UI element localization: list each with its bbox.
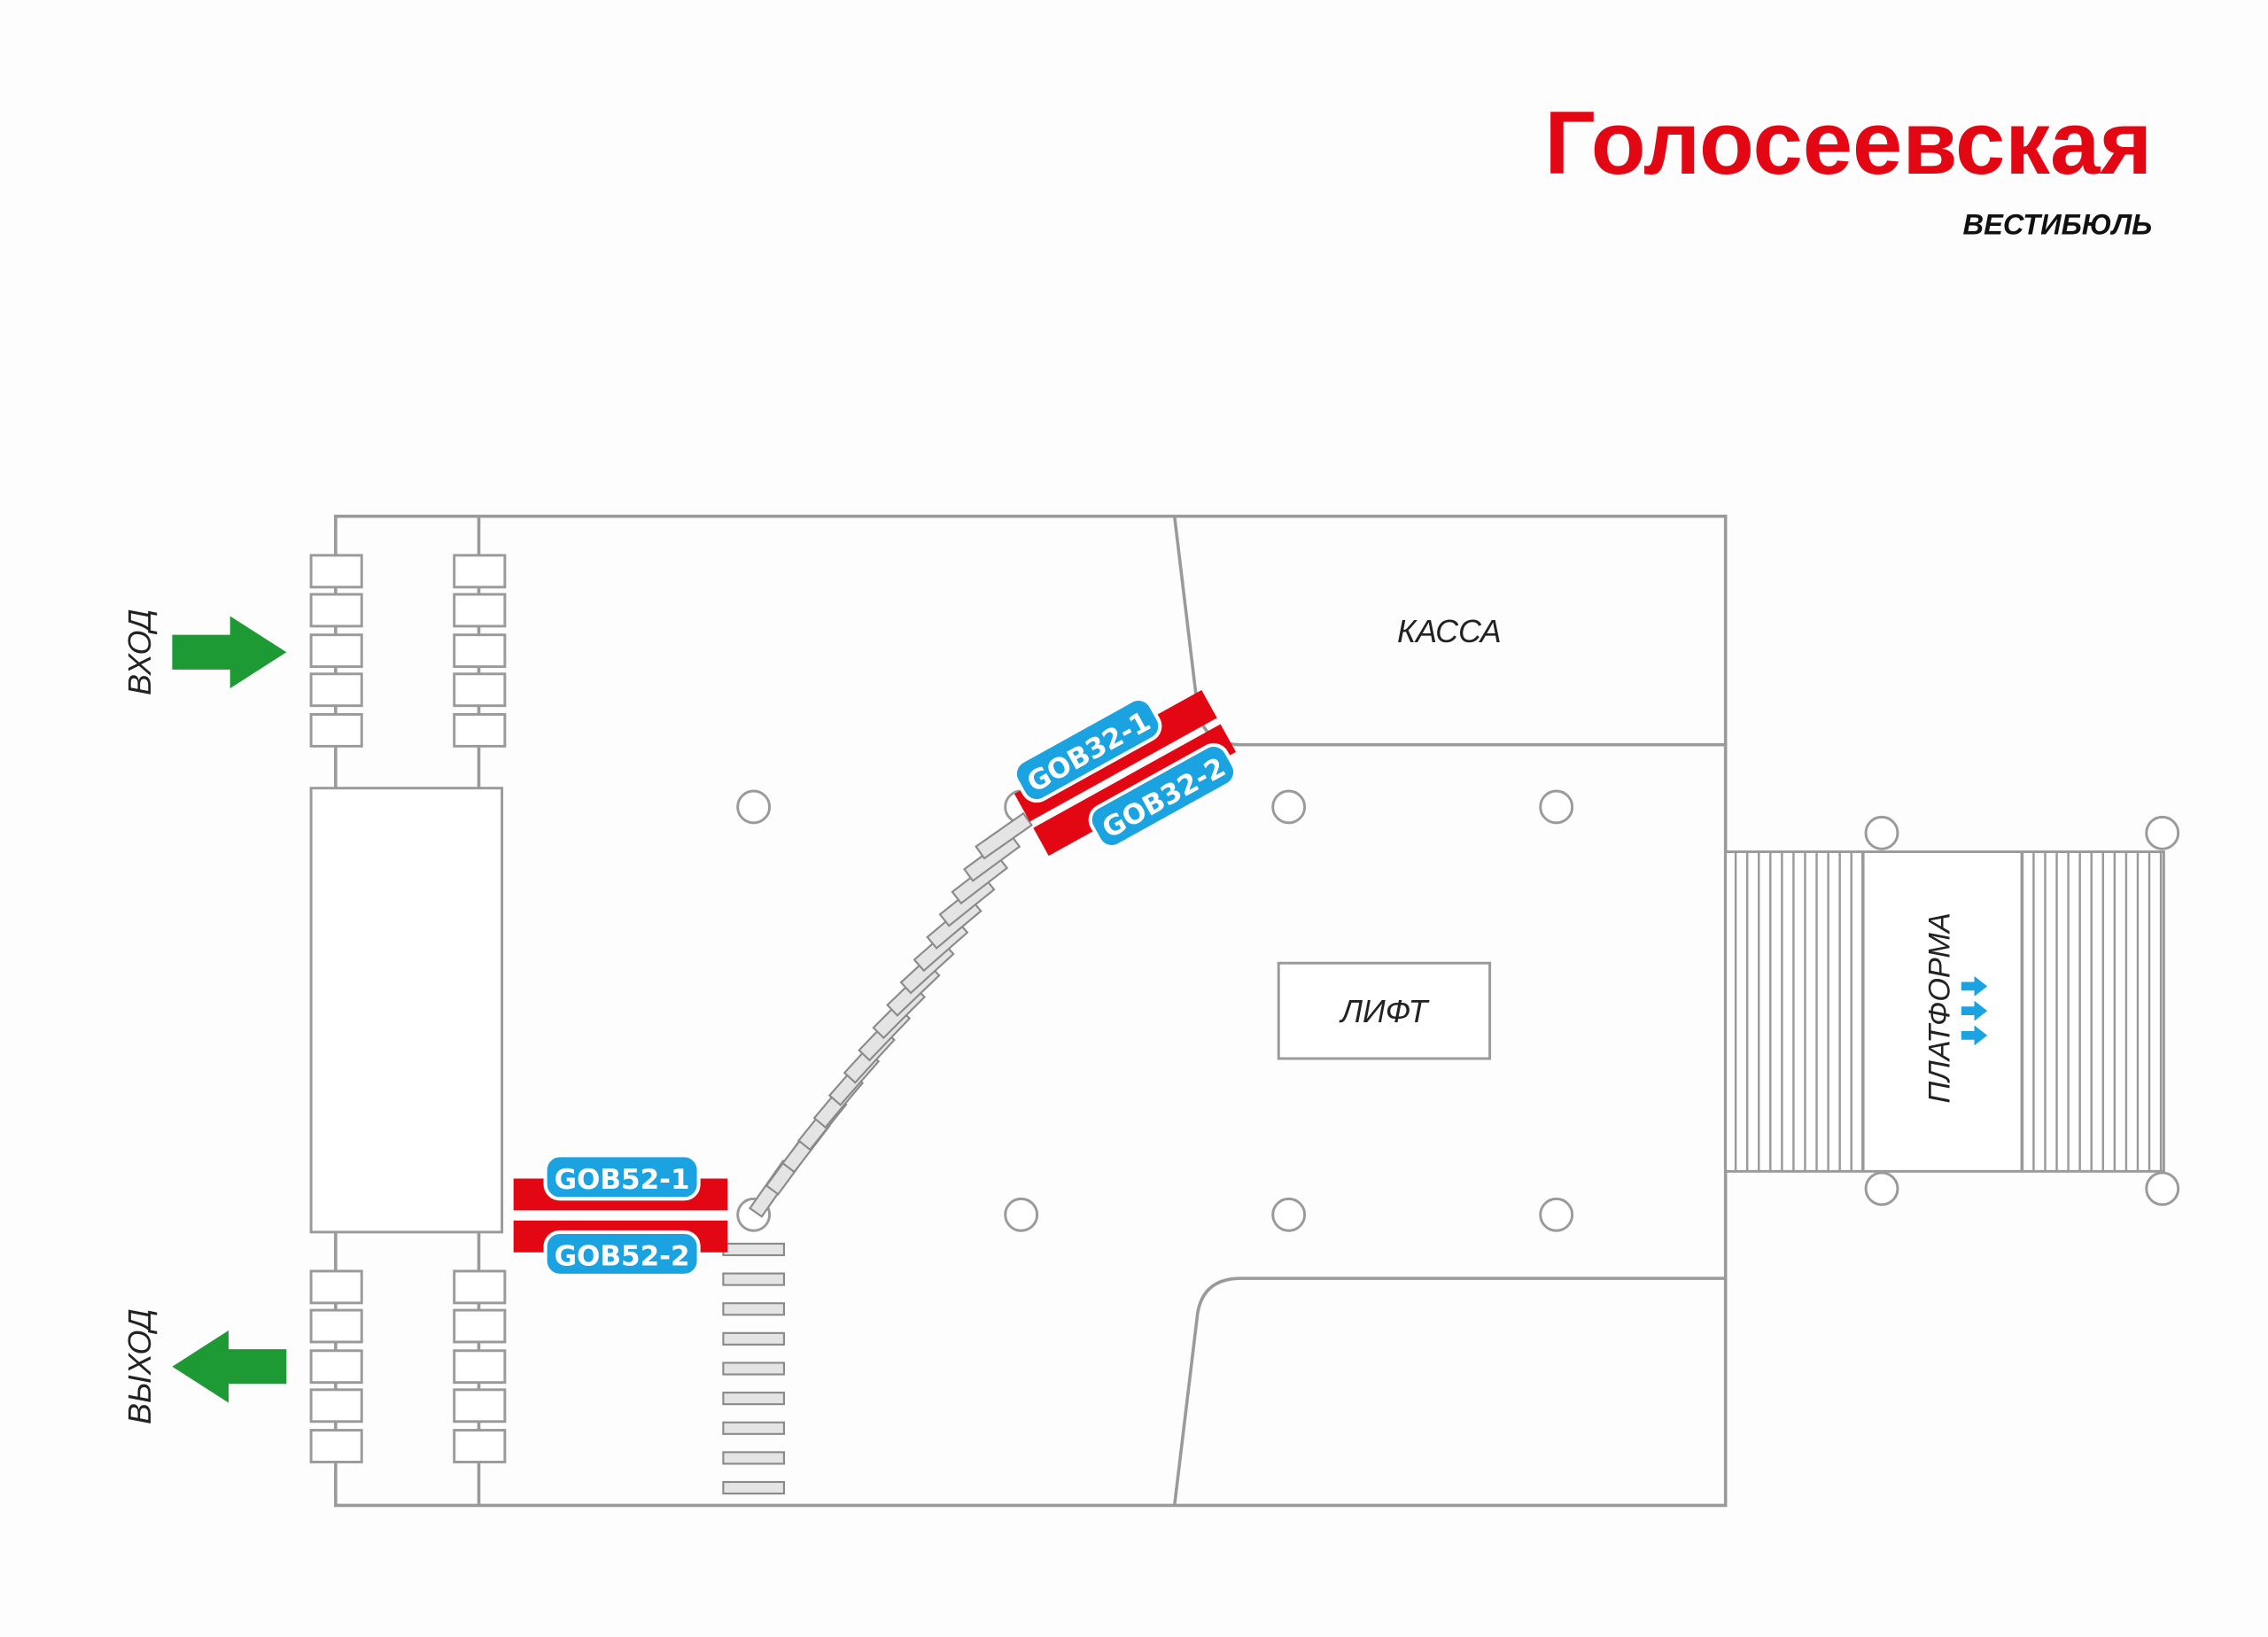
escalator-step [722, 1331, 785, 1346]
column [1271, 1197, 1307, 1232]
sign-gob52-2 [543, 1230, 701, 1277]
sign-gob32-2 [1088, 742, 1238, 850]
escalator [722, 811, 1033, 1495]
elevator-box [1277, 961, 1492, 1060]
turnstile [309, 1308, 363, 1344]
turnstile [453, 1388, 507, 1424]
turnstile [309, 1388, 363, 1424]
escalator-step [975, 811, 1033, 860]
escalator-step [722, 1480, 785, 1495]
sign-gob32-1 [1013, 697, 1162, 803]
turnstile [453, 712, 507, 748]
entrance-arrow-icon [172, 616, 287, 689]
bottom-room [1172, 1276, 1726, 1506]
turnstile [309, 712, 363, 748]
vestibule-outline [309, 515, 1728, 1508]
turnstile [453, 593, 507, 628]
turnstile [309, 1269, 363, 1305]
turnstile [453, 633, 507, 669]
turnstile [309, 1349, 363, 1385]
column [1539, 789, 1574, 825]
exit-label: ВЫХОД [121, 1308, 158, 1424]
station-title: Голосеевская [1544, 93, 2152, 193]
escalator-step [722, 1242, 785, 1257]
platform-label: ПЛАТФОРМА [1923, 912, 1957, 1103]
turnstile [453, 554, 507, 589]
turnstile [453, 1349, 507, 1385]
column [1864, 815, 1899, 850]
sign-gob52-1-text: GOB52-1 [555, 1164, 690, 1196]
column [1271, 789, 1307, 825]
column [2145, 1171, 2180, 1206]
sign-gob52-2-text: GOB52-2 [555, 1240, 690, 1272]
turnstile [309, 593, 363, 628]
central-block [309, 787, 504, 1234]
turnstile [453, 1269, 507, 1305]
turnstile [309, 554, 363, 589]
platform-area [1724, 850, 2165, 1173]
ticket-office-label: КАССА [1397, 613, 1502, 649]
escalator-step [722, 1272, 785, 1286]
column [2145, 815, 2180, 850]
escalator-step [722, 1392, 785, 1406]
escalator-step [722, 1362, 785, 1376]
exit-arrow-icon [172, 1330, 287, 1403]
column [1864, 1171, 1899, 1206]
platform-direction-arrows [1961, 975, 1988, 1046]
entrance-label: ВХОД [121, 609, 158, 695]
elevator-label: ЛИФТ [1339, 993, 1430, 1029]
escalator-step [722, 1302, 785, 1316]
turnstile [453, 1308, 507, 1344]
sign-gob52: GOB52-1 GOB52-2 [513, 1153, 728, 1277]
turnstile [309, 633, 363, 669]
turnstile [453, 672, 507, 708]
turnstile [309, 1429, 363, 1463]
turnstile [309, 672, 363, 708]
escalator-step [722, 1421, 785, 1435]
turnstiles [309, 554, 507, 1463]
escalator-step [722, 1451, 785, 1465]
turnstile [453, 1429, 507, 1463]
column [1539, 1197, 1574, 1232]
subtitle: ВЕСТИБЮЛЬ [1963, 207, 2153, 240]
sign-gob52-1 [543, 1153, 701, 1201]
sign-gob32: GOB32-1 GOB32-2 [1013, 689, 1238, 857]
column [736, 789, 772, 825]
column [1004, 1197, 1039, 1232]
